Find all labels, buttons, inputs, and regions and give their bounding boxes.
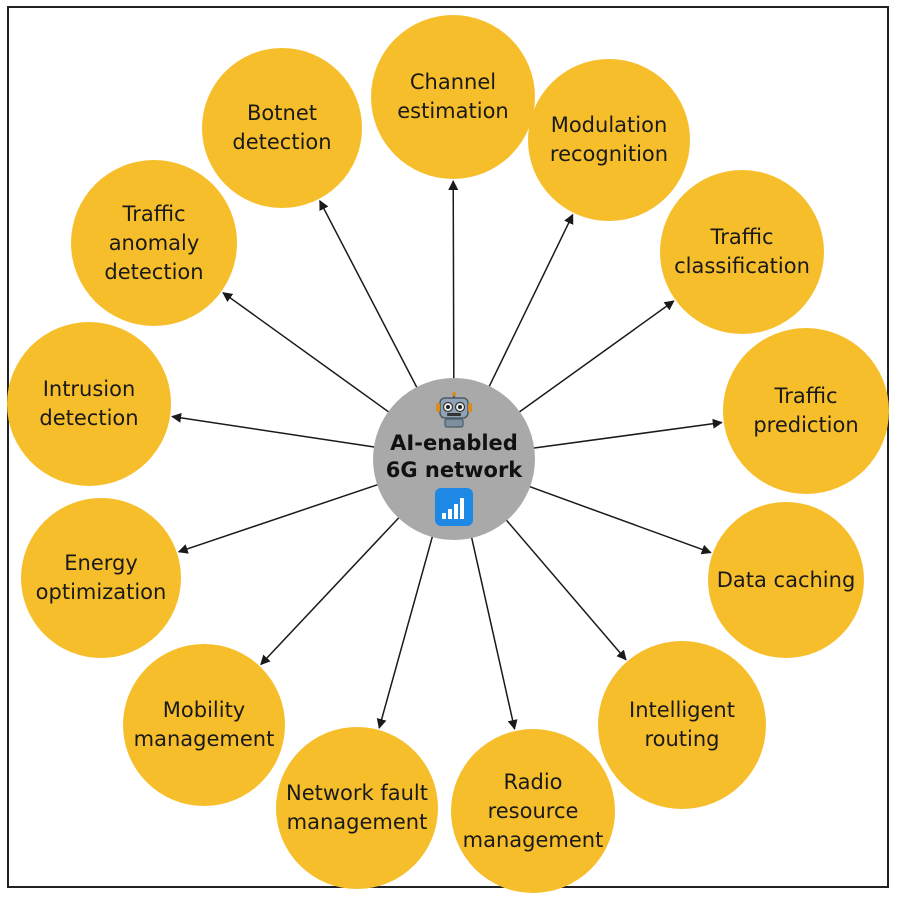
node-label-line: Traffic	[774, 384, 838, 408]
node-label-line: Radio	[503, 769, 563, 794]
node-label-line: Traffic	[710, 225, 774, 249]
node-label-line: Network fault	[286, 781, 428, 805]
node-intelligent-routing: Intelligent routing	[598, 641, 766, 809]
node-label-line: Channel	[409, 70, 497, 94]
node-mobility-management: Mobility management	[123, 644, 285, 806]
node-label-line: Intelligent	[629, 698, 735, 722]
node-label-line: Energy	[64, 551, 138, 575]
node-label-line: Botnet	[247, 101, 317, 125]
node-radio-resource-management: Radio resource management	[451, 729, 615, 893]
node-label-line: prediction	[753, 413, 859, 437]
arrow-to-modulation-recognition	[487, 213, 574, 389]
arrow-to-channel-estimation	[448, 180, 459, 381]
center-title-line-2: 6G network	[385, 458, 523, 482]
arrow-to-botnet-detection	[319, 199, 419, 390]
node-label-line: recognition	[549, 142, 669, 166]
node-label-line: Intrusion	[42, 377, 136, 401]
node-energy-optimization: Energy optimization	[21, 498, 181, 658]
signal-bars-icon	[435, 488, 473, 526]
arrow-to-traffic-classification	[517, 300, 675, 414]
node-data-caching: Data caching	[708, 502, 864, 658]
node-label-line: routing	[644, 727, 720, 751]
center-title-line-1: AI-enabled	[390, 431, 518, 455]
arrow-to-data-caching	[527, 485, 712, 555]
arrow-to-intrusion-detection	[171, 412, 377, 448]
node-label-line: management	[286, 810, 428, 834]
robot-icon	[436, 392, 472, 428]
node-label-line: management	[133, 727, 275, 751]
arrow-to-intelligent-routing	[504, 518, 627, 661]
node-botnet-detection: Botnet detection	[202, 48, 362, 208]
node-modulation-recognition: Modulation recognition	[528, 59, 690, 221]
node-traffic-classification: Traffic classification	[660, 170, 824, 334]
arrow-to-traffic-anomaly-detection	[222, 292, 391, 414]
node-traffic-anomaly-detection: Traffic anomaly detection	[71, 160, 237, 326]
arrow-to-radio-resource-management	[470, 535, 518, 730]
node-label-line: Data caching	[716, 567, 856, 592]
node-label-line: estimation	[397, 99, 509, 123]
node-intrusion-detection: Intrusion detection	[7, 322, 171, 486]
arrow-to-mobility-management	[260, 516, 401, 666]
node-traffic-prediction: Traffic prediction	[723, 328, 889, 494]
node-label-line: classification	[674, 254, 810, 278]
arrow-to-traffic-prediction	[532, 418, 723, 450]
node-label-line: detection	[104, 259, 204, 284]
node-label-line: management	[462, 827, 604, 852]
center-hub: AI-enabled 6G network	[373, 378, 535, 540]
node-label-line: detection	[39, 406, 139, 430]
node-network-fault-management: Network fault management	[276, 727, 438, 889]
arrow-to-network-fault-management	[376, 534, 434, 729]
node-label-line: anomaly	[108, 230, 200, 255]
node-label-line: detection	[232, 130, 332, 154]
node-label-line: Modulation	[550, 113, 668, 137]
arrow-to-energy-optimization	[177, 483, 380, 554]
node-label-line: Mobility	[162, 698, 246, 722]
node-channel-estimation: Channel estimation	[371, 15, 535, 179]
node-label-line: Traffic	[122, 201, 186, 226]
node-label-line: resource	[487, 798, 579, 823]
node-label-line: optimization	[35, 580, 167, 604]
